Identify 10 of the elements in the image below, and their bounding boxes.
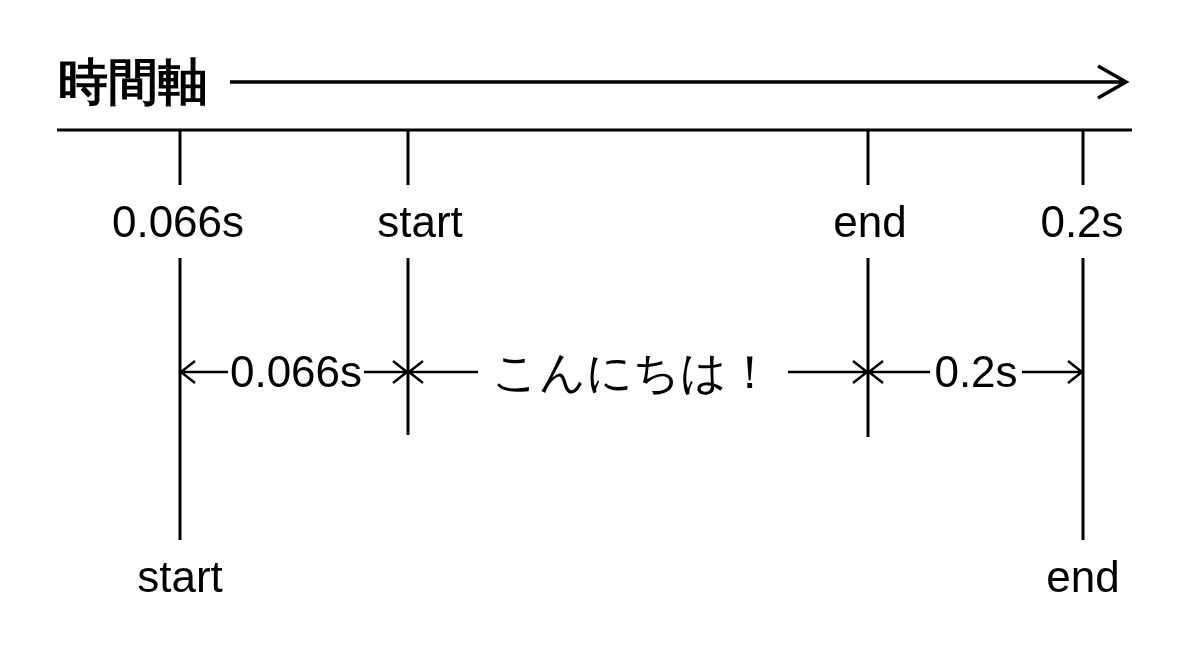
dimension-label: 0.066s [229, 350, 363, 394]
tick-label: start [137, 555, 223, 599]
tick-label: 0.066s [111, 200, 245, 244]
axis-label: 時間軸 [58, 57, 208, 107]
tick-label: end [1046, 555, 1120, 599]
tick-label: start [377, 200, 463, 244]
tick-label: end [833, 200, 907, 244]
dimension-label: 0.2s [934, 350, 1018, 394]
dimension-label: こんにちは！ [491, 349, 773, 395]
tick-label: 0.2s [1040, 200, 1124, 244]
